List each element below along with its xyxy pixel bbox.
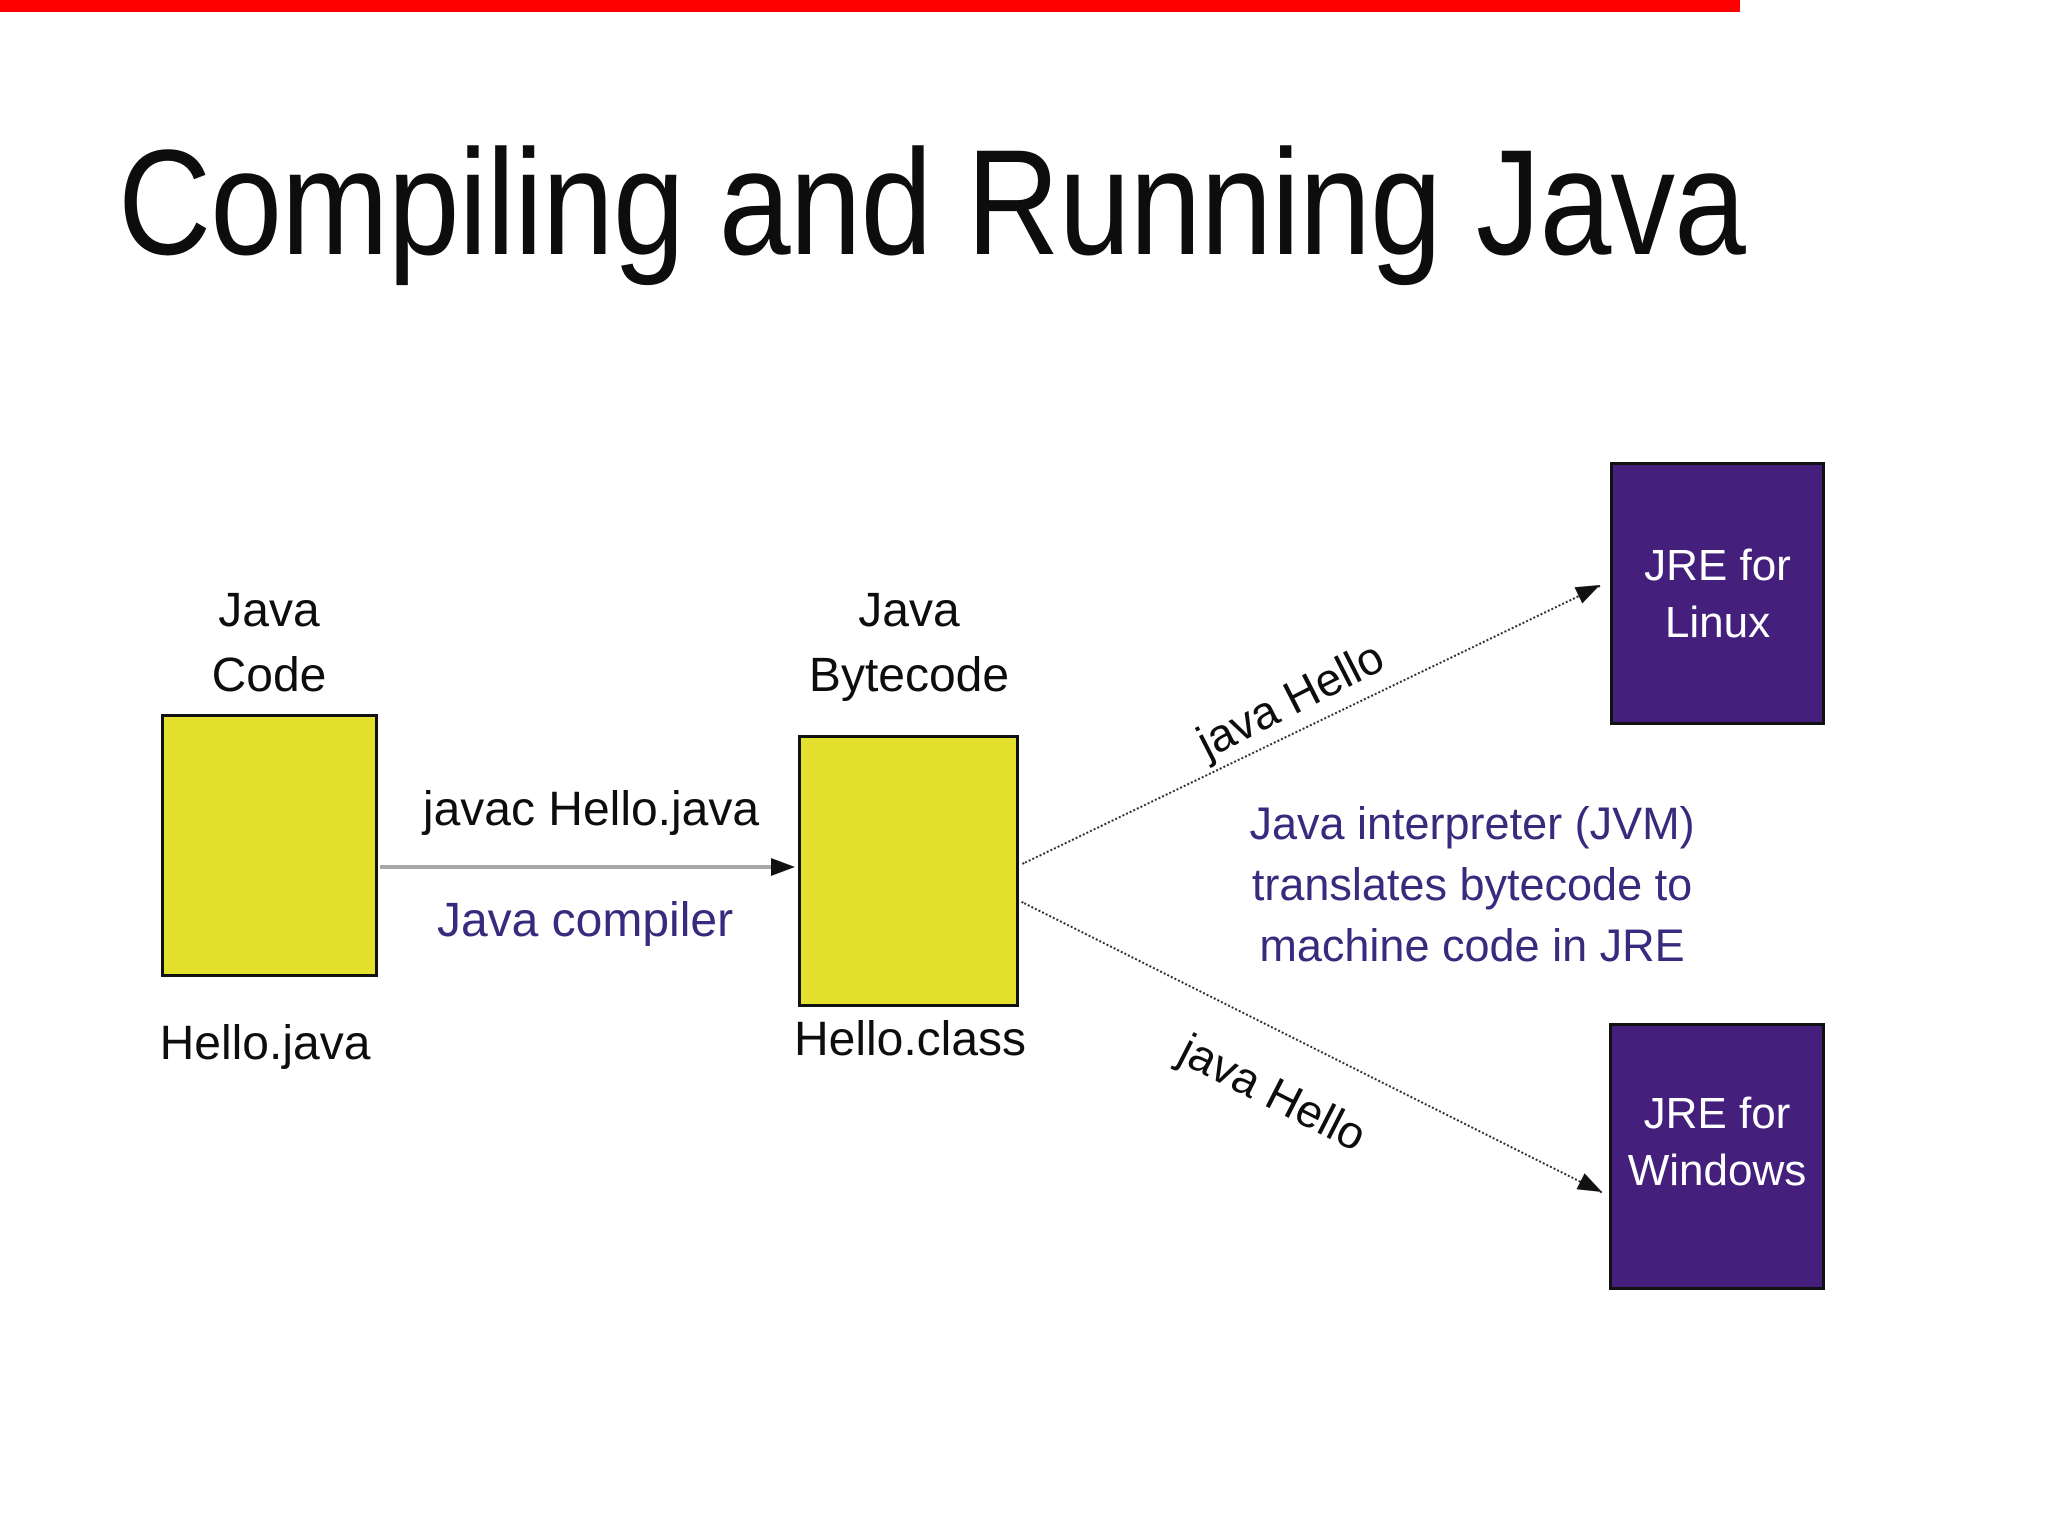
run-linux-arrowhead-icon — [1574, 576, 1604, 604]
jre-windows-label-line2: Windows — [1627, 1145, 1807, 1195]
jre-windows-label-line1: JRE for — [1643, 1088, 1791, 1138]
jvm-annotation: Java interpreter (JVM) translates byteco… — [1122, 793, 1822, 976]
java-code-label-line1: Java — [218, 584, 320, 637]
compile-arrow-line — [380, 865, 772, 869]
java-code-box — [161, 714, 378, 977]
java-bytecode-box — [798, 735, 1019, 1007]
jvm-annotation-line3: machine code in JRE — [1259, 920, 1685, 971]
run-linux-command-label: java Hello — [1188, 629, 1392, 769]
jvm-annotation-line1: Java interpreter (JVM) — [1249, 798, 1695, 849]
java-code-label: Java Code — [69, 578, 469, 708]
java-code-caption: Hello.java — [159, 1017, 371, 1070]
java-bytecode-label-line1: Java — [858, 584, 960, 637]
java-bytecode-label: Java Bytecode — [709, 578, 1109, 708]
java-code-label-line2: Code — [211, 649, 327, 702]
compile-command-label: javac Hello.java — [422, 783, 760, 836]
video-progress-bar — [0, 0, 1740, 12]
java-bytecode-label-line2: Bytecode — [808, 649, 1010, 702]
compile-tool-label: Java compiler — [436, 894, 734, 947]
jre-windows-box: JRE for Windows — [1609, 1023, 1825, 1290]
run-windows-arrowhead-icon — [1576, 1173, 1607, 1201]
page-title: Compiling and Running Java — [118, 118, 1746, 286]
jre-linux-box: JRE for Linux — [1610, 462, 1825, 725]
compile-arrowhead-icon — [771, 858, 795, 876]
jre-linux-label-line1: JRE for — [1644, 540, 1791, 590]
jvm-annotation-line2: translates bytecode to — [1251, 859, 1693, 910]
java-bytecode-caption: Hello.class — [793, 1013, 1027, 1066]
jre-linux-label-line2: Linux — [1664, 597, 1771, 647]
